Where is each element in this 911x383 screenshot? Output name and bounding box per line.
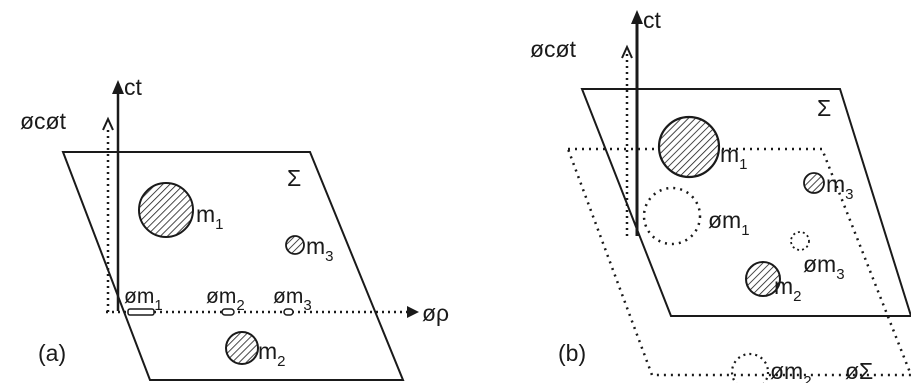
mass-m1-label-a: m1 — [196, 201, 224, 233]
ghost-m1-label-b: øm1 — [708, 207, 750, 239]
mass-m2-b — [745, 261, 781, 297]
ghost-rho-label-a: øρ — [422, 300, 449, 326]
mass-m3-label-b: m3 — [826, 171, 854, 203]
caption-b: (b) — [558, 340, 586, 366]
ghost-rho-arrowhead-a — [407, 306, 419, 318]
ct-arrowhead-a — [112, 80, 124, 94]
panel-a: ct øcøt øρ Σ m1 m3 m2 øm1 øm2 øm3 (a) — [20, 74, 449, 381]
ghost-time-label-a: øcøt — [20, 108, 67, 134]
ghost-m3-label-a: øm3 — [273, 285, 312, 314]
mass-m2-label-a: m2 — [258, 338, 286, 370]
ghost-m2-label-a: øm2 — [206, 285, 245, 314]
ghost-m1-label-a: øm1 — [124, 285, 163, 314]
ghost-mass-m1-mark-a — [127, 308, 155, 316]
ct-label-a: ct — [124, 74, 143, 100]
mass-m1-b — [657, 115, 721, 179]
ghost-time-arrowhead-b — [621, 44, 633, 59]
ghost-time-label-b: øcøt — [530, 36, 577, 62]
ghost-m3-label-b: øm3 — [803, 251, 845, 283]
mass-m3-label-a: m3 — [306, 233, 334, 265]
mass-m3-b — [803, 172, 825, 194]
mass-m2-label-b: m2 — [774, 273, 802, 305]
ghost-m2-label-b: øm2 — [770, 358, 812, 383]
ghost-mass-m3-mark-a — [283, 308, 294, 316]
mass-m1-a — [138, 182, 194, 238]
plane-sigma-b — [580, 88, 911, 317]
ghost-plane-b — [566, 147, 911, 377]
plane-sigma-label-b: Σ — [817, 95, 831, 121]
ghost-mass-m1-b — [642, 186, 702, 246]
plane-sigma-label-a: Σ — [287, 165, 301, 191]
ghost-mass-m3-b — [790, 231, 810, 251]
plane-sigma-a — [61, 151, 405, 381]
ghost-mass-m2-b — [730, 352, 770, 383]
ct-label-b: ct — [643, 7, 662, 33]
ghost-time-arrowhead-a — [102, 116, 114, 131]
ghost-plane-label-b: øΣ — [845, 358, 873, 383]
caption-a: (a) — [38, 340, 66, 366]
ghost-mass-m2-mark-a — [221, 308, 235, 316]
panel-b: ct øcøt Σ m1 m3 m2 øm1 øm3 øm2 øΣ (b) — [530, 7, 911, 383]
ct-arrowhead-b — [631, 10, 643, 24]
mass-m2-a — [225, 331, 259, 365]
mass-m1-label-b: m1 — [720, 141, 748, 173]
mass-m3-a — [285, 235, 305, 255]
